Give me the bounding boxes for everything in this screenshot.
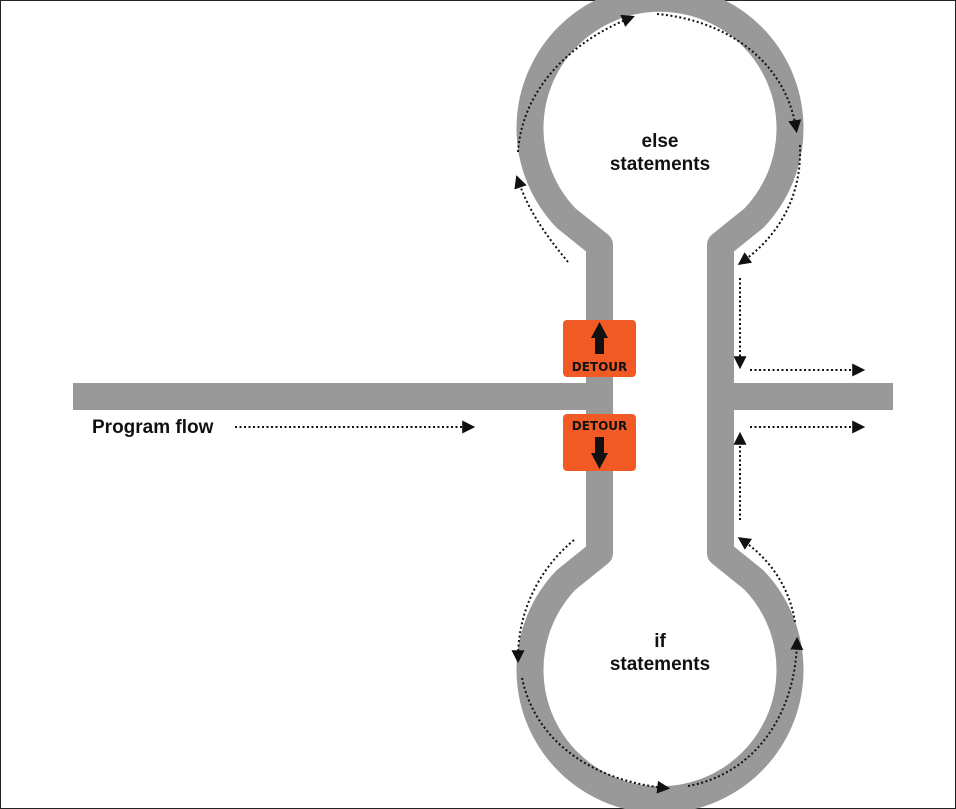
- main-track-in: [73, 383, 613, 410]
- if-arrow-left-down: [511, 539, 575, 664]
- arrow-down-icon: [591, 437, 608, 469]
- if-loop-track: [516, 539, 804, 809]
- else-arrow-right-down: [737, 144, 802, 266]
- else-statements-label-line1: else: [642, 131, 679, 152]
- if-statements-label-line1: if: [654, 631, 666, 652]
- if-statements-label-line2: statements: [610, 654, 710, 675]
- main-track-out: [707, 383, 893, 410]
- arrow-up-icon: [591, 322, 608, 354]
- else-loop-track: [516, 0, 804, 259]
- else-arrow-left-upper: [517, 14, 635, 153]
- detour-sign-top: DETOUR: [563, 320, 636, 377]
- else-statements-label-line2: statements: [610, 154, 710, 175]
- detour-sign-bottom: DETOUR: [563, 414, 636, 471]
- right-channel: [707, 250, 734, 550]
- left-channel: [586, 250, 613, 550]
- if-arrow-bottom-right: [687, 636, 804, 787]
- detour-top-label: DETOUR: [572, 360, 628, 374]
- if-arrow-bottom-left: [521, 677, 671, 794]
- detour-bottom-label: DETOUR: [572, 419, 628, 433]
- if-arrow-right-up: [737, 537, 796, 623]
- flow-arrows: [235, 13, 866, 794]
- program-flow-label: Program flow: [92, 417, 214, 438]
- else-arrow-left-lower: [514, 175, 569, 263]
